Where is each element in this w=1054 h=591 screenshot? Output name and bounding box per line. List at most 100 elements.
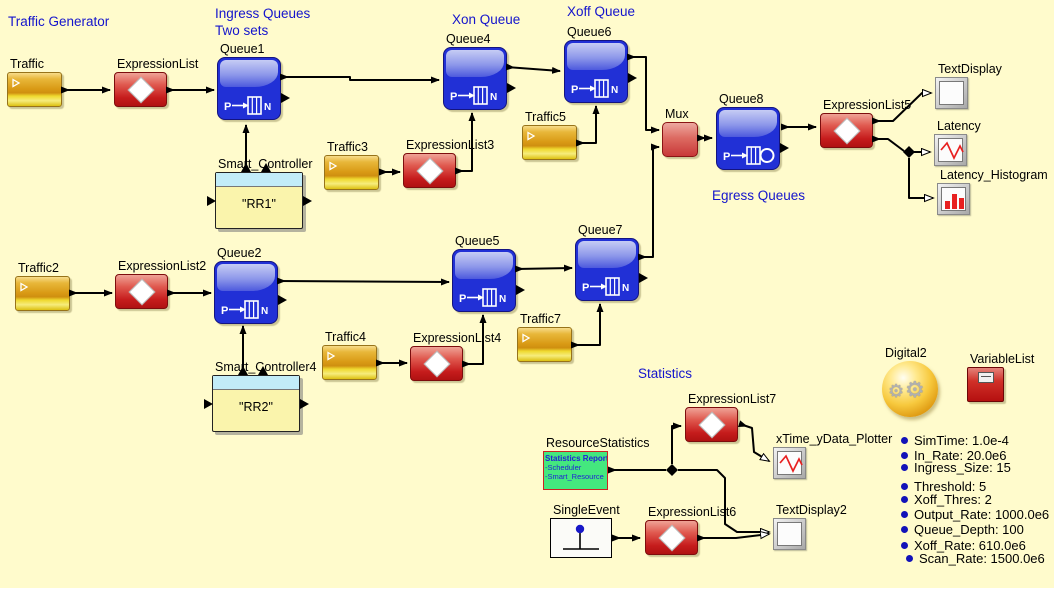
block-traffic3[interactable]: [324, 155, 379, 190]
parameter-bullet-icon: [901, 464, 908, 471]
parameter-bullet-icon: [901, 452, 908, 459]
label-queue6: Queue6: [567, 25, 612, 39]
diamond-icon: [658, 524, 685, 551]
block-expressionlist2[interactable]: [115, 274, 168, 309]
diamond-icon: [833, 117, 860, 144]
block-textdisplay[interactable]: [935, 77, 968, 109]
parameter-text: Xoff_Rate: 610.0e6: [914, 538, 1026, 553]
section-label-egress-queues: Egress Queues: [712, 188, 806, 203]
block-latency[interactable]: [934, 134, 967, 166]
label-digital2: Digital2: [885, 346, 927, 360]
port-triangle: [507, 83, 516, 93]
port-triangle: [303, 196, 312, 206]
parameter-scan-rate[interactable]: Scan_Rate: 1500.0e6: [906, 551, 1045, 566]
block-expressionlist[interactable]: [114, 72, 167, 107]
block-expressionlist6[interactable]: [645, 520, 698, 555]
block-traffic[interactable]: [7, 72, 62, 107]
histogram-icon: [945, 194, 964, 209]
parameter-text: Threshold: 5: [914, 479, 987, 494]
svg-text:P: P: [571, 84, 578, 96]
plot-line-icon: [779, 454, 803, 473]
block-expressionlist3[interactable]: [403, 153, 456, 188]
block-textdisplay2[interactable]: [773, 518, 806, 550]
block-traffic7[interactable]: [517, 327, 572, 362]
block-singleevent[interactable]: [550, 518, 612, 558]
label-expressionlist5: ExpressionList5: [823, 98, 912, 112]
port-triangle: [278, 295, 287, 305]
block-expressionlist5[interactable]: [820, 113, 873, 148]
label-expressionlist3: ExpressionList3: [406, 138, 495, 152]
parameter-output-rate[interactable]: Output_Rate: 1000.0e6: [901, 507, 1049, 522]
label-latency-histogram: Latency_Histogram: [940, 168, 1048, 182]
label-textdisplay2: TextDisplay2: [776, 503, 847, 517]
label-expressionlist6: ExpressionList6: [648, 505, 737, 519]
display-screen: [939, 81, 964, 105]
parameter-bullet-icon: [901, 437, 908, 444]
queue-glass-highlight: [578, 241, 636, 268]
parameter-text: Queue_Depth: 100: [914, 522, 1024, 537]
diamond-icon: [698, 411, 725, 438]
block-expressionlist7[interactable]: [685, 407, 738, 442]
stats-line: -Scheduler: [545, 463, 582, 472]
parameter-xoff-rate[interactable]: Xoff_Rate: 610.0e6: [901, 538, 1026, 553]
block-smart-controller[interactable]: "RR1": [215, 172, 303, 229]
label-queue1: Queue1: [220, 42, 265, 56]
play-icon-wrap: [11, 75, 21, 93]
parameter-text: In_Rate: 20.0e6: [914, 448, 1007, 463]
parameter-text: SimTime: 1.0e-4: [914, 433, 1009, 448]
label-expressionlist7: ExpressionList7: [688, 392, 777, 406]
block-digital2[interactable]: ⚙⚙: [882, 361, 938, 417]
gear-icon: ⚙: [905, 377, 925, 402]
wire-junction: [666, 464, 678, 476]
parameter-threshold[interactable]: Threshold: 5: [901, 479, 986, 494]
block-resourcestatistics[interactable]: Statistics Report-Scheduler-Smart_Resour…: [543, 451, 608, 490]
parameter-queue-depth[interactable]: Queue_Depth: 100: [901, 522, 1024, 537]
parameter-bullet-icon: [901, 496, 908, 503]
play-icon: [20, 282, 29, 292]
diamond-icon: [416, 157, 443, 184]
block-traffic5[interactable]: [522, 125, 577, 160]
play-icon-wrap: [326, 348, 336, 366]
label-traffic: Traffic: [10, 57, 45, 71]
play-icon-wrap: [19, 279, 29, 297]
block-traffic4[interactable]: [322, 345, 377, 380]
block-mux[interactable]: [662, 122, 698, 157]
section-label-two-sets: Two sets: [215, 23, 269, 38]
queue-icon: P: [723, 146, 775, 165]
play-icon-wrap: [521, 330, 531, 348]
block-variablelist[interactable]: [967, 367, 1004, 402]
label-variablelist: VariableList: [970, 352, 1035, 366]
plot-line-icon: [940, 141, 964, 160]
single-event-icon: [563, 524, 599, 550]
port-triangle: [516, 285, 525, 295]
queue-glass-highlight: [446, 50, 504, 77]
wire-30: [698, 534, 769, 538]
parameter-xoff-thres[interactable]: Xoff_Thres: 2: [901, 492, 992, 507]
play-icon: [329, 161, 338, 171]
svg-text:N: N: [622, 283, 629, 294]
block-expressionlist4[interactable]: [410, 346, 463, 381]
queue-glass-highlight: [217, 264, 275, 291]
parameter-in-rate[interactable]: In_Rate: 20.0e6: [901, 448, 1007, 463]
block-queue8[interactable]: P: [716, 107, 780, 170]
single-event-icon-wrap: [551, 519, 611, 562]
parameter-ingress-size[interactable]: Ingress_Size: 15: [901, 460, 1011, 475]
display-screen: [777, 451, 803, 475]
block-smart-controller4[interactable]: "RR2": [212, 375, 300, 432]
block-traffic2[interactable]: [15, 276, 70, 311]
parameter-text: Ingress_Size: 15: [914, 460, 1011, 475]
block-xtime-ydata-plotter[interactable]: [773, 447, 806, 479]
parameter-simtime[interactable]: SimTime: 1.0e-4: [901, 433, 1009, 448]
block-latency-histogram[interactable]: [937, 183, 970, 215]
